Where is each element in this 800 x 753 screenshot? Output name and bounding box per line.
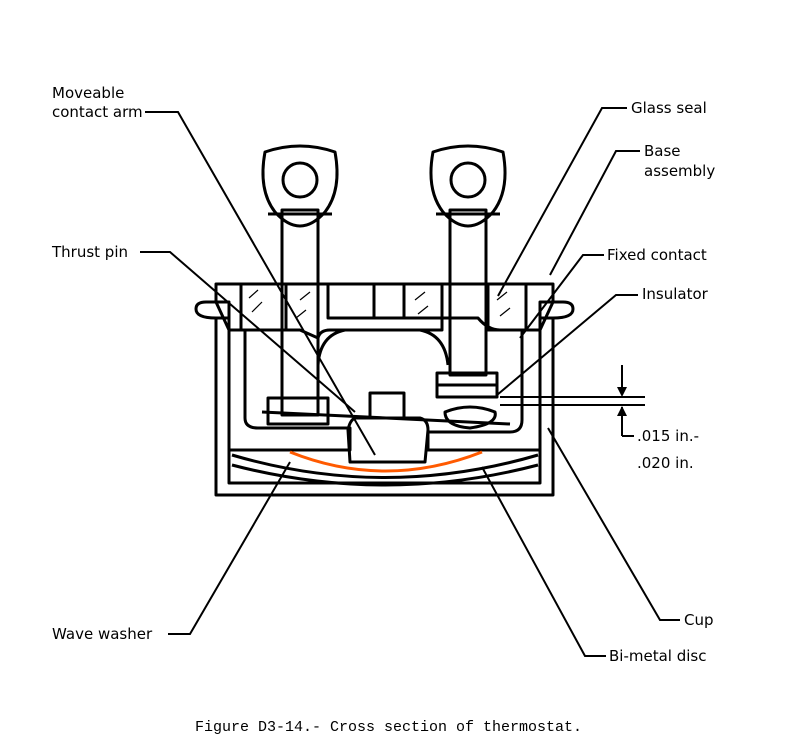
label-glass-seal: Glass seal [631,99,707,117]
label-base-assembly-1: Base [644,142,681,160]
label-base-assembly-2: assembly [644,162,715,180]
base-assembly [214,282,555,366]
label-fixed-contact: Fixed contact [607,246,707,264]
gap-dimension [500,365,645,437]
wave-washer [231,453,539,479]
bimetal-disc [289,450,483,473]
figure-caption: Figure D3-14.- Cross section of thermost… [195,719,582,736]
label-thrust-pin: Thrust pin [51,243,128,261]
label-bimetal-disc: Bi-metal disc [609,647,706,665]
thrust-pin [346,391,430,464]
label-insulator: Insulator [642,285,709,303]
glass-seal-left [239,282,288,332]
label-cup: Cup [684,611,714,629]
label-wave-washer: Wave washer [52,625,153,643]
terminal-right [429,144,507,399]
leader-lines [140,107,680,657]
glass-seal-right [486,282,528,332]
insulator [227,328,542,452]
label-gap-max: .020 in. [637,454,694,472]
label-moveable-contact-arm-1: Moveable [52,84,124,102]
label-gap-min: .015 in.- [637,427,699,445]
label-moveable-contact-arm-2: contact arm [52,103,143,121]
